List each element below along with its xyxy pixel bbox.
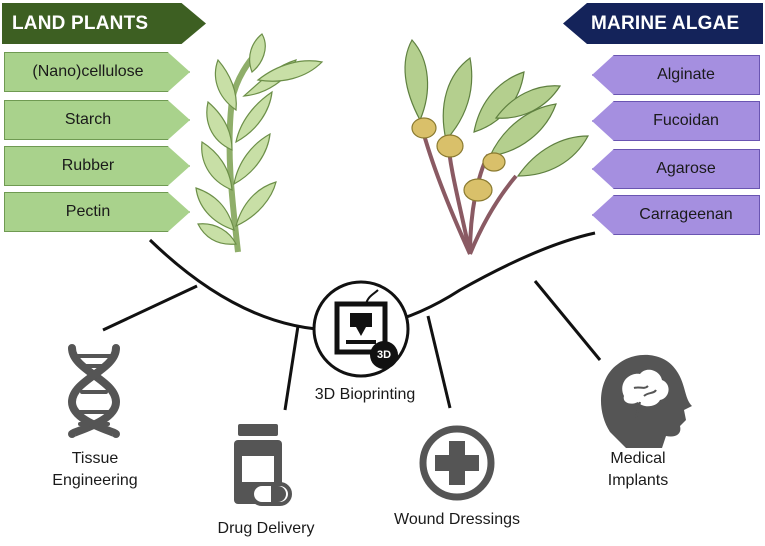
marine-algae-header: MARINE ALGAE [563,3,763,44]
marine-item-agarose: Agarose [592,149,760,189]
marine-algae-header-label: MARINE ALGAE [591,12,740,34]
marine-item-label: Fucoidan [653,112,719,129]
marine-item-label: Carrageenan [639,206,733,223]
brain-head-icon [600,354,692,448]
medical-implants-line-1: Medical [610,450,666,467]
land-item-label: (Nano)cellulose [32,63,144,80]
tissue-engineering-line-1: Tissue [71,450,119,467]
3d-printer-icon [312,280,410,378]
land-item-rubber: Rubber [4,146,190,186]
tissue-engineering-label: Tissue Engineering [30,448,160,492]
marine-item-fucoidan: Fucoidan [592,101,760,141]
land-item-nanocellulose: (Nano)cellulose [4,52,190,92]
dna-icon [67,344,121,438]
pill-bottle-icon [234,424,292,506]
marine-item-carrageenan: Carrageenan [592,195,760,235]
3d-badge: 3D [376,349,392,361]
land-item-label: Pectin [65,203,111,220]
land-item-label: Starch [64,111,112,128]
3d-bioprinting-label: 3D Bioprinting [314,386,416,403]
medical-implants-line-2: Implants [607,472,669,489]
land-item-starch: Starch [4,100,190,140]
drug-delivery-label: Drug Delivery [217,520,315,537]
connection-arc [102,231,602,411]
medical-implants-label: Medical Implants [588,448,688,492]
land-item-label: Rubber [61,157,115,174]
land-plants-header: LAND PLANTS [2,3,206,44]
seaweed-illustration [404,38,590,255]
medical-cross-icon [419,425,495,501]
wound-dressings-label: Wound Dressings [394,511,520,528]
land-plant-illustration [195,33,324,253]
tissue-engineering-line-2: Engineering [52,472,138,489]
marine-item-label: Agarose [656,160,716,177]
land-plants-header-label: LAND PLANTS [12,12,149,34]
marine-item-label: Alginate [657,66,715,83]
land-item-pectin: Pectin [4,192,190,232]
marine-item-alginate: Alginate [592,55,760,95]
